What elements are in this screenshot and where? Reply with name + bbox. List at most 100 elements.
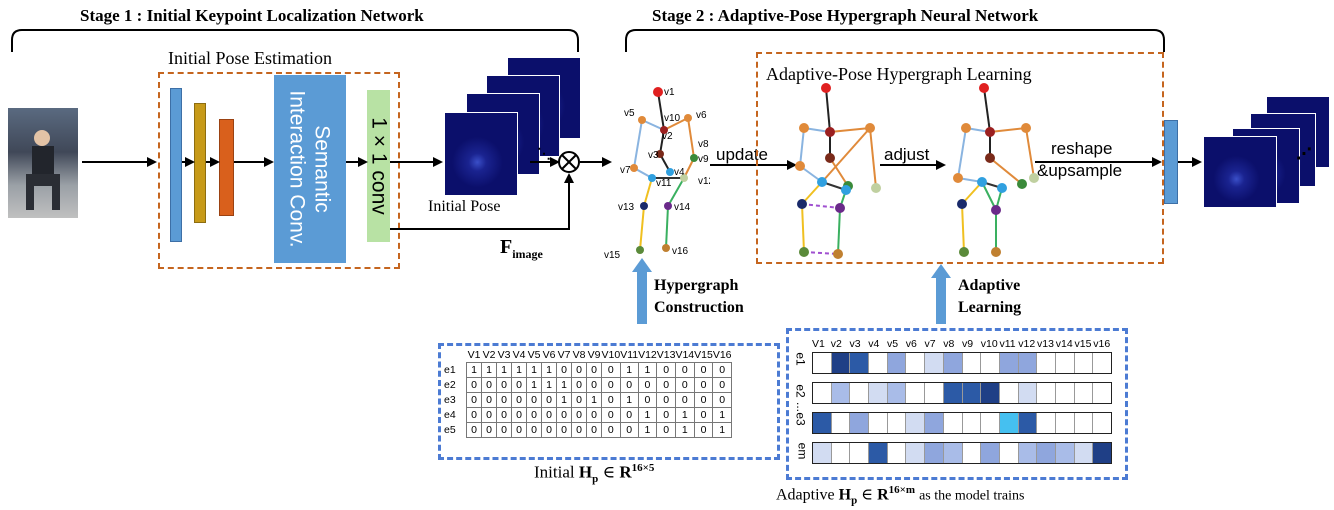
skel-label: v2 (662, 131, 673, 142)
adaptive-cell (813, 383, 832, 403)
col-header: V15 (694, 349, 713, 361)
reshape-label: reshape &upsample (1037, 139, 1123, 180)
adaptive-cell (850, 383, 870, 403)
adaptive-cell (925, 353, 944, 373)
initial-skeleton: v1 v2 v3 v4 v5 v6 v7 v8 v9 v10 v11 v12 v… (604, 87, 710, 261)
initial-pose-estimation-title: Initial Pose Estimation (168, 48, 332, 68)
adaptive-cell (813, 353, 832, 373)
adaptive-cell (887, 413, 907, 433)
adaptive-cell (962, 353, 982, 373)
adaptive-cell (1018, 353, 1038, 373)
skel-label: v9 (698, 154, 709, 165)
col-header: V9 (587, 349, 601, 361)
skel-label: v3 (648, 150, 659, 161)
adaptive-cell (1074, 383, 1094, 403)
conv-layer-1 (170, 88, 182, 242)
svg-text:⋱: ⋱ (537, 145, 551, 161)
col-header: V5 (527, 349, 541, 361)
adaptive-row-label: em (795, 442, 810, 460)
adaptive-cell (831, 413, 851, 433)
adaptive-cell (999, 443, 1019, 463)
stage1-bracket (11, 29, 1165, 52)
adaptive-cell (925, 443, 944, 463)
initial-matrix-box (438, 343, 780, 460)
hypergraph-skeleton-2 (953, 83, 1039, 257)
skel-label: v6 (696, 110, 707, 121)
initial-pose-estimation-box (158, 72, 400, 269)
adaptive-cell (925, 383, 944, 403)
adaptive-cell (1018, 443, 1038, 463)
adaptive-cell (831, 383, 851, 403)
adaptive-row-label: e3 (793, 412, 808, 426)
adaptive-cell (1037, 413, 1056, 433)
input-photo (8, 108, 78, 218)
adaptive-cell (981, 383, 1000, 403)
adaptive-cell (1055, 443, 1075, 463)
col-header: V10 (601, 349, 621, 361)
col-header: V1 (467, 349, 481, 361)
adaptive-cell (943, 383, 963, 403)
initial-pose-label: Initial Pose (428, 198, 501, 215)
skel-label: v5 (624, 108, 635, 119)
adaptive-cell (962, 383, 982, 403)
adaptive-cell (943, 443, 963, 463)
adaptive-row-strip-e3 (812, 412, 1112, 434)
hypergraph-skeleton-1 (795, 83, 881, 259)
adaptive-row-label: e2 (793, 384, 808, 398)
skel-label: v14 (674, 202, 691, 213)
adaptive-cell (906, 353, 926, 373)
adaptive-cell (813, 443, 832, 463)
skel-label: v13 (618, 202, 635, 213)
adaptive-row-strip-em (812, 442, 1112, 464)
adaptive-cell (943, 413, 963, 433)
adaptive-cell (999, 383, 1019, 403)
adaptive-matrix-caption: Adaptive Hp ∈ R16×m as the model trains (776, 484, 1025, 507)
adaptive-cell (813, 413, 832, 433)
adaptive-cell (1074, 413, 1094, 433)
skel-label: v4 (674, 167, 685, 178)
skel-label: v8 (698, 139, 709, 150)
adaptive-cell (981, 413, 1000, 433)
col-header: V8 (572, 349, 586, 361)
adaptive-cell (869, 353, 888, 373)
adaptive-cell (1037, 443, 1056, 463)
col-header: V16 (712, 349, 732, 361)
adaptive-cell (1037, 353, 1056, 373)
adaptive-row-label: ... (794, 401, 809, 413)
semantic-interaction-conv-block: Semantic Interaction Conv. (274, 75, 346, 263)
adaptive-row-strip-e1 (812, 352, 1112, 374)
adaptive-cell (1018, 383, 1038, 403)
adaptive-cell (1093, 353, 1111, 373)
stage2-title: Stage 2 : Adaptive-Pose Hypergraph Neura… (652, 6, 1039, 25)
adaptive-cell (999, 353, 1019, 373)
stage1-title: Stage 1 : Initial Keypoint Localization … (80, 6, 424, 25)
col-header: V7 (557, 349, 571, 361)
output-feature-bar (1164, 120, 1178, 204)
adaptive-row-label: e1 (793, 352, 808, 366)
adaptive-cell (999, 413, 1019, 433)
adaptive-cell (981, 353, 1000, 373)
col-header: V6 (542, 349, 556, 361)
adaptive-cell (981, 443, 1000, 463)
adaptive-cell (906, 383, 926, 403)
adaptive-cell (943, 353, 963, 373)
skel-label: v12 (698, 176, 710, 187)
adaptive-cell (887, 383, 907, 403)
col-header: V3 (497, 349, 511, 361)
adaptive-matrix-box (786, 328, 1128, 480)
col-header: V4 (512, 349, 526, 361)
adaptive-row-strip-e2 (812, 382, 1112, 404)
initial-matrix-caption: Initial Hp ∈ R16×5 (534, 462, 655, 486)
adaptive-cell (887, 353, 907, 373)
adaptive-cell (1055, 413, 1075, 433)
adaptive-cell (831, 443, 851, 463)
adaptive-cell (962, 443, 982, 463)
adaptive-cell (1093, 413, 1111, 433)
adaptive-cell (1055, 383, 1075, 403)
